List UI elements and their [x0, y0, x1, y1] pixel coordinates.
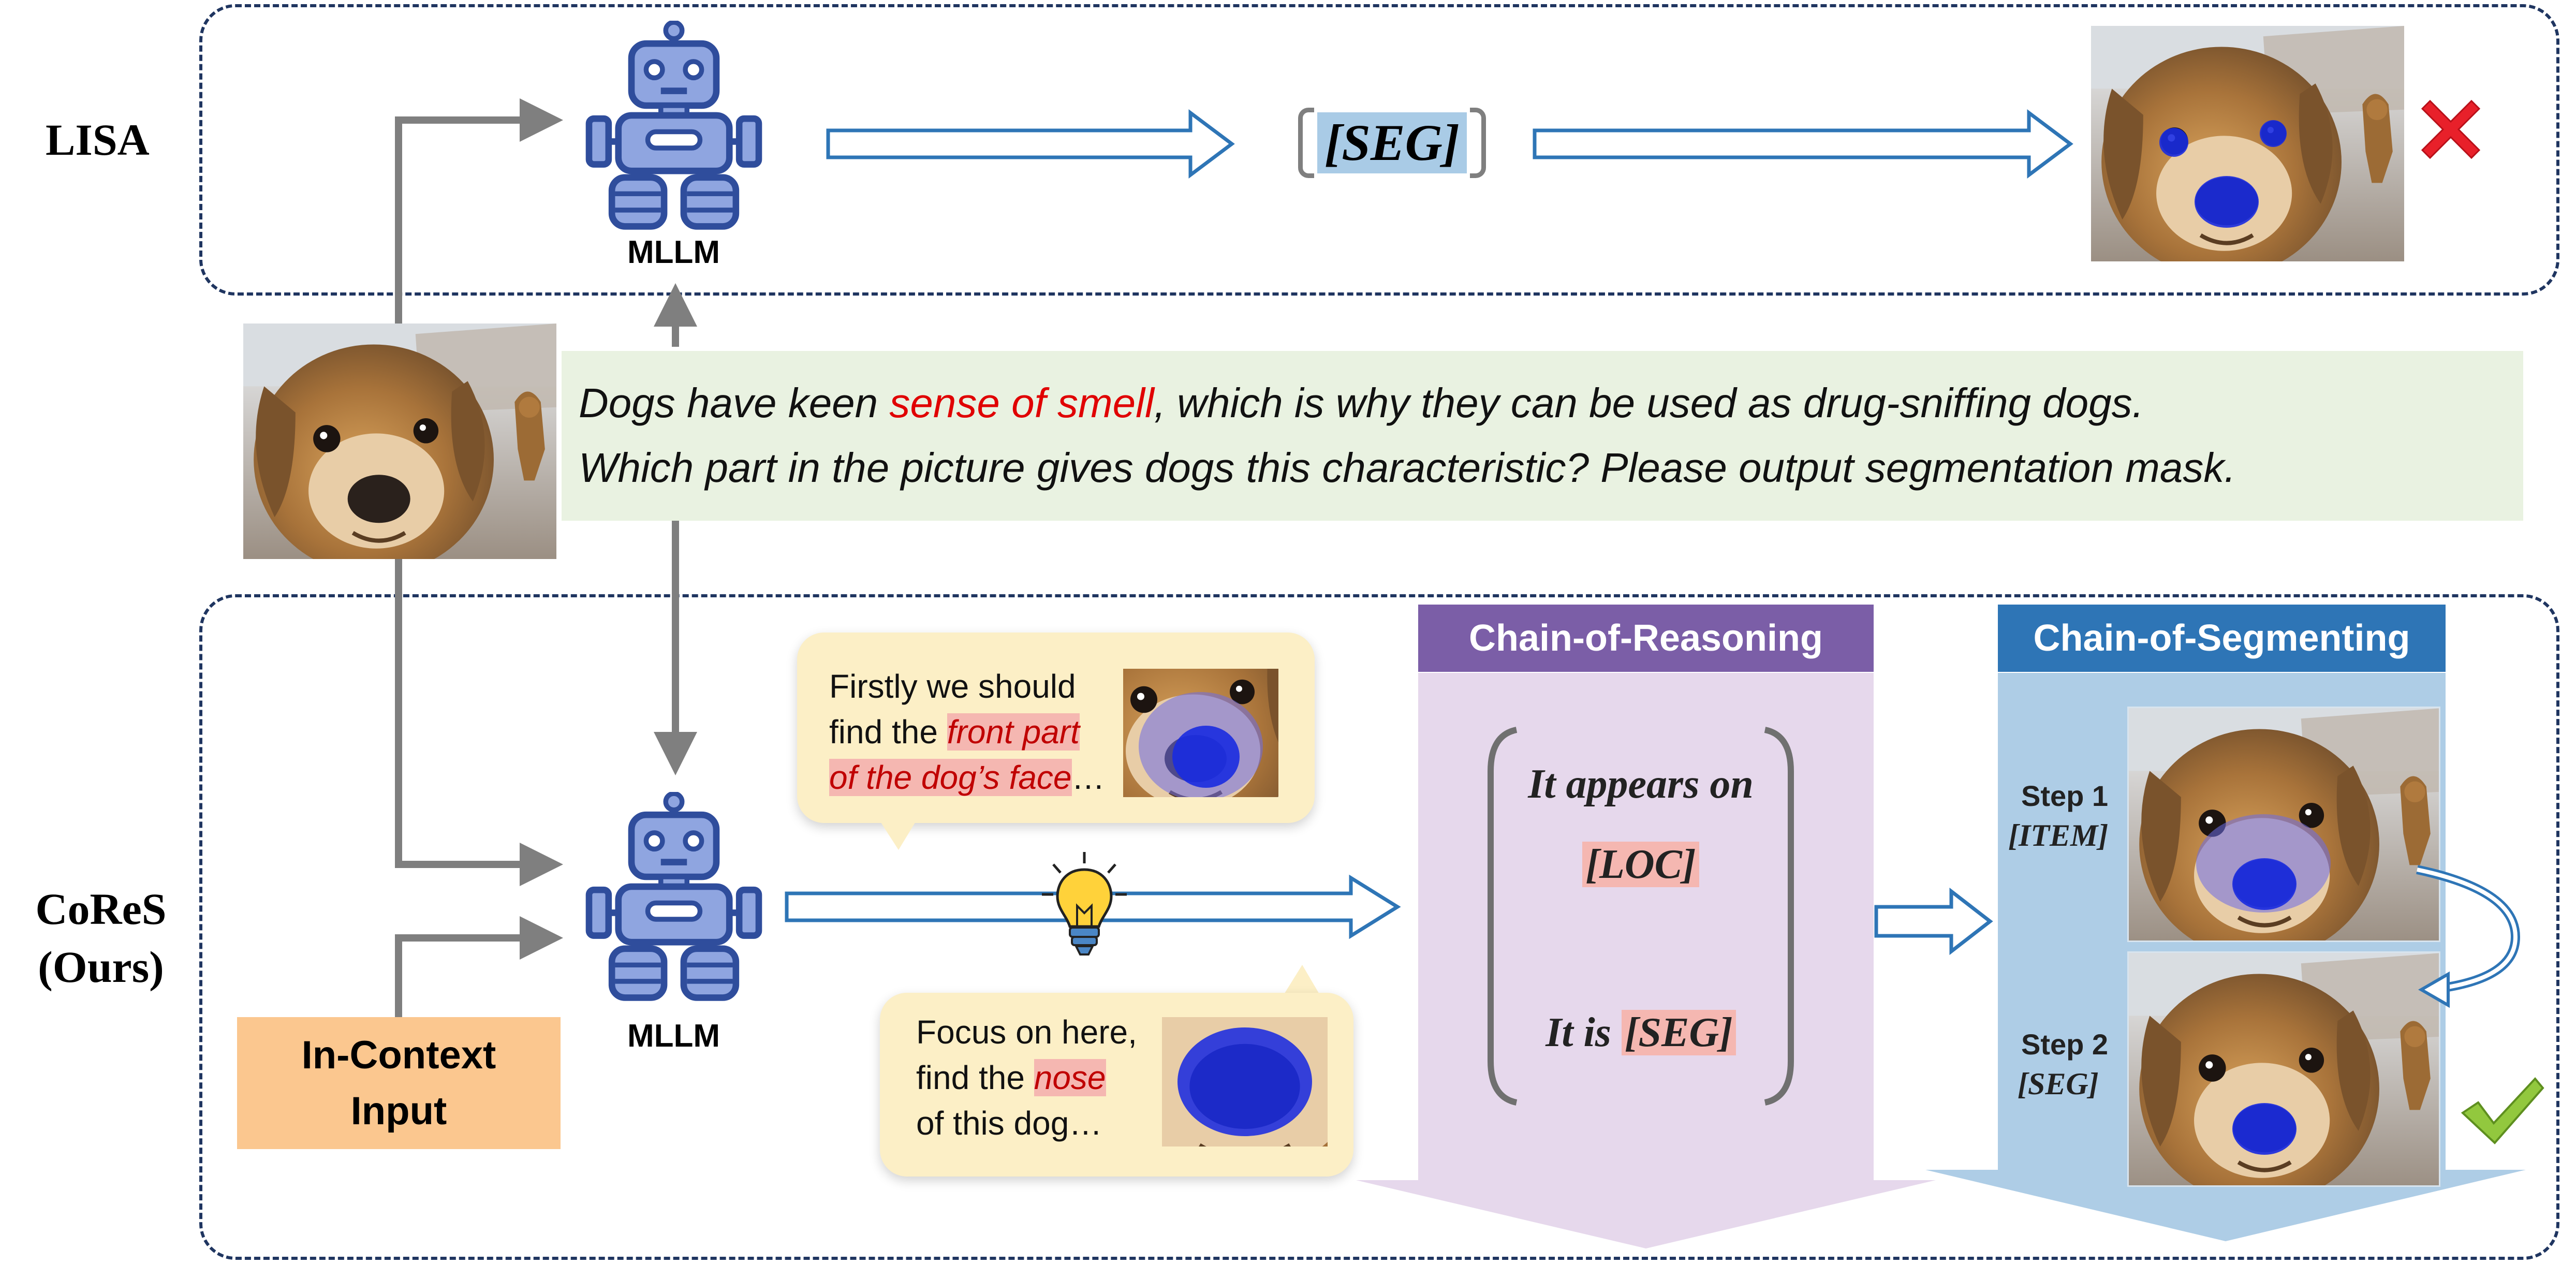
bubble-bottom-text: Focus on here, find the nose of this dog… [916, 1009, 1137, 1146]
step1-mask [2196, 814, 2331, 913]
bubble-bottom-highlight: nose [1034, 1059, 1106, 1096]
arrow-mllm-to-seg [826, 109, 1235, 179]
bubble-top-image [1123, 669, 1278, 797]
step1-label: Step 1 [2021, 780, 2109, 812]
lisa-mask [2159, 120, 2287, 228]
bubble-top-tail [880, 821, 916, 850]
bubble-top-highlight-2: of the dog’s face [829, 759, 1072, 796]
lisa-seg-token-box: [SEG] [1298, 108, 1486, 178]
query-line2: Which part in the picture gives dogs thi… [579, 445, 2236, 491]
segmenting-header: Chain-of-Segmenting [1998, 605, 2446, 672]
bracket-right [1470, 108, 1486, 178]
check-mark-icon [2461, 1077, 2544, 1144]
step-curve-arrow [2416, 865, 2521, 1008]
cores-row-label: CoReS (Ours) [31, 880, 171, 996]
bubble-top-mask [1139, 692, 1263, 797]
cores-panel [199, 594, 2559, 1260]
query-line1: Dogs have keen sense of smell, which is … [579, 380, 2144, 426]
lisa-seg-token: [SEG] [1317, 112, 1467, 173]
step2-token: [SEG] [2018, 1067, 2099, 1101]
query-box [562, 351, 2523, 521]
in-context-input-box: In-Context Input [237, 1017, 561, 1149]
reasoning-parentheses [1488, 727, 1794, 1106]
mllm-label-top: MLLM [627, 234, 720, 270]
lightbulb-icon [1042, 852, 1127, 956]
connector-incontext-to-mllm [395, 916, 563, 1017]
lisa-output-image [2091, 26, 2404, 261]
reasoning-line1: It appears on [1528, 761, 1754, 807]
reasoning-seg-token: [SEG] [1621, 1010, 1736, 1055]
cores-label-line2: (Ours) [38, 942, 164, 992]
query-highlight: sense of smell [889, 380, 1154, 426]
bubble-top-line1: Firstly we should [829, 668, 1076, 705]
in-context-line1: In-Context [301, 1033, 496, 1077]
step1-image [2127, 707, 2440, 942]
bubble-bottom-tail [1284, 965, 1320, 995]
lisa-row-label: LISA [46, 115, 150, 165]
bubble-top-highlight-1: front part [947, 713, 1080, 751]
bubble-top-line3: of the dog’s face… [829, 759, 1105, 796]
reasoning-line3: It is [SEG] [1501, 1009, 1780, 1056]
reasoning-loc-token: [LOC] [1582, 842, 1699, 887]
step2-image [2127, 951, 2440, 1187]
arrow-seg-to-output [1533, 109, 2073, 179]
bubble-bottom-line2: find the nose [916, 1059, 1106, 1096]
bubble-bottom-mask [1177, 1027, 1312, 1136]
connector-to-lisa-mllm [395, 98, 563, 324]
in-context-line2: Input [350, 1089, 447, 1133]
step2-label: Step 2 [2021, 1028, 2109, 1061]
reasoning-to-segmenting-arrow [1874, 887, 1993, 956]
step1-token: [ITEM] [2008, 818, 2109, 853]
bubble-bottom-line1: Focus on here, [916, 1013, 1137, 1051]
step2-mask [2232, 1103, 2297, 1155]
reasoning-header: Chain-of-Reasoning [1418, 605, 1874, 672]
mllm-label-bottom: MLLM [627, 1018, 720, 1054]
bubble-top-text: Firstly we should find the front part of… [829, 664, 1105, 800]
bubble-bottom-line3: of this dog… [916, 1105, 1102, 1142]
cores-label-line1: CoReS [35, 884, 167, 934]
lisa-arrows [826, 109, 2073, 179]
lisa-panel [199, 4, 2559, 296]
bubble-bottom-image [1162, 1017, 1328, 1147]
cross-mark-icon [2421, 99, 2481, 159]
query-text: Dogs have keen sense of smell, which is … [579, 371, 2236, 500]
connector-image-to-cores-mllm [395, 554, 563, 886]
reasoning-loc-wrap: [LOC] [1501, 841, 1780, 888]
bubble-top-line2: find the front part [829, 713, 1080, 751]
bracket-left [1298, 108, 1314, 178]
